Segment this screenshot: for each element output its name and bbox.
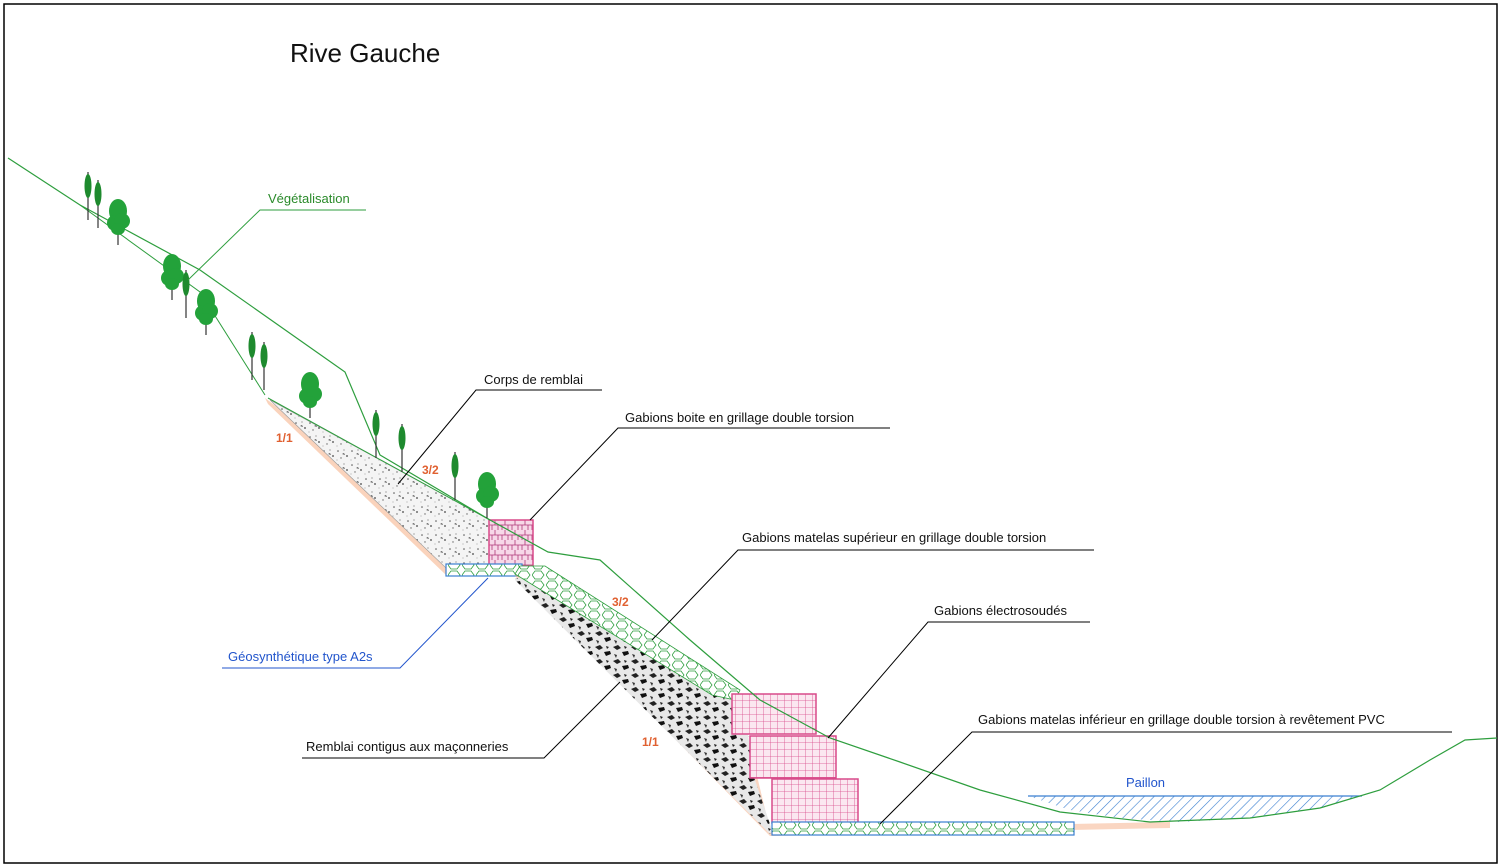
leader-geosynthetique bbox=[222, 577, 489, 669]
label-remblai-contigus: Remblai contigus aux maçonneries bbox=[306, 739, 509, 754]
page-title: Rive Gauche bbox=[290, 38, 440, 68]
leader-remblai-contigus bbox=[302, 681, 621, 759]
label-gabions-boite: Gabions boite en grillage double torsion bbox=[625, 410, 854, 425]
tree-icon bbox=[299, 372, 322, 418]
tree-icon bbox=[398, 424, 406, 472]
ratio-label-3: 3/2 bbox=[612, 595, 629, 609]
label-corps-remblai: Corps de remblai bbox=[484, 372, 583, 387]
leader-gabions-electrosoudes bbox=[827, 621, 1090, 739]
tree-icon bbox=[84, 172, 92, 220]
tree-icon bbox=[182, 270, 190, 318]
label-vegetalisation: Végétalisation bbox=[268, 191, 350, 206]
tree-icon bbox=[195, 289, 218, 335]
ratio-label-4: 1/1 bbox=[642, 735, 659, 749]
leader-vegetalisation bbox=[187, 209, 366, 281]
slope-line-fill bbox=[267, 397, 491, 521]
leader-gabions-matelas-inferieur bbox=[879, 731, 1452, 825]
geosynthetique-mat bbox=[445, 563, 523, 577]
tree-icon bbox=[260, 342, 268, 390]
leader-gabions-matelas-superieur bbox=[651, 549, 1094, 641]
tree-icon bbox=[94, 180, 102, 228]
ratio-label-2: 3/2 bbox=[422, 463, 439, 477]
gabion-electrosoude-1 bbox=[731, 693, 817, 735]
ratio-label-1: 1/1 bbox=[276, 431, 293, 445]
paillon-water bbox=[1028, 796, 1362, 822]
gabion-boite bbox=[488, 519, 534, 567]
gabions-matelas-inferieur bbox=[771, 821, 1075, 836]
leader-corps-remblai bbox=[397, 389, 602, 485]
tree-icon bbox=[476, 472, 499, 518]
tree-icon bbox=[372, 410, 380, 458]
gabion-electrosoude-3 bbox=[771, 778, 859, 824]
label-gabions-matelas-inferieur: Gabions matelas inférieur en grillage do… bbox=[978, 712, 1385, 727]
label-gabions-electrosoudes: Gabions électrosoudés bbox=[934, 603, 1067, 618]
label-geosynthetique: Géosynthétique type A2s bbox=[228, 649, 373, 664]
tree-icon bbox=[161, 254, 184, 300]
corps-de-remblai bbox=[269, 399, 491, 569]
trees bbox=[84, 172, 499, 518]
tree-icon bbox=[451, 452, 459, 500]
frame-border bbox=[3, 3, 1498, 864]
terrain-line bbox=[7, 157, 1498, 823]
tree-icon bbox=[248, 332, 256, 380]
label-gabions-matelas-superieur: Gabions matelas supérieur en grillage do… bbox=[742, 530, 1046, 545]
gabion-electrosoude-2 bbox=[749, 735, 837, 779]
remblai-contigus bbox=[515, 578, 772, 834]
label-paillon: Paillon bbox=[1126, 775, 1165, 790]
leader-gabions-boite bbox=[529, 427, 890, 521]
tree-icon bbox=[107, 199, 130, 245]
